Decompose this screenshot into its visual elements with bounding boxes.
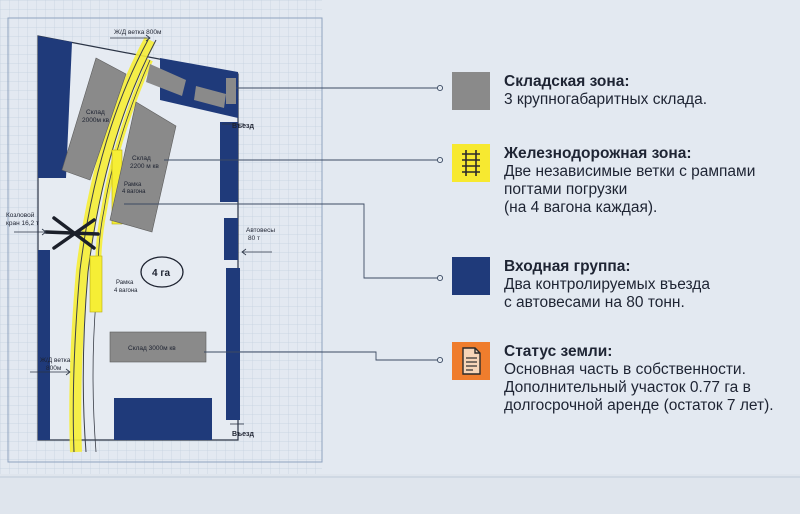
warehouse-1-label-2: 2000м кв (82, 117, 110, 124)
rail-track-3 (92, 299, 97, 453)
entry-block-bottom (114, 398, 212, 440)
entry-bottom-label: Въезд (232, 431, 255, 438)
drawing-border (7, 17, 323, 463)
area-circle (140, 256, 184, 288)
warehouse-3 (109, 331, 207, 363)
entry-block-right-scales (224, 218, 238, 260)
crane-label-1: Козловой (6, 211, 35, 219)
legend-line: Две независимые ветки с рампами (504, 163, 756, 180)
entry-block-left-lower (38, 250, 50, 440)
rail-track-2 (82, 39, 157, 453)
crane-label-2: кран 16,2 т (6, 220, 39, 227)
arrows (14, 34, 272, 425)
warehouse-1-label-1: Склад (86, 109, 105, 116)
scales-label-1: Автовесы (246, 227, 275, 234)
bottom-band (0, 474, 800, 514)
legend-title: Железнодорожная зона: (504, 145, 692, 162)
entry-block-right-upper (220, 122, 238, 202)
legend-line: с автовесами на 80 тонн. (504, 294, 685, 311)
document-icon (452, 342, 490, 380)
entry-block-top-left (38, 36, 72, 178)
warehouse-2-label-2: 2200 м кв (130, 163, 159, 170)
rail-bottom-label-2: 800м (46, 365, 62, 372)
railway-track-icon (452, 144, 490, 182)
ramp-lower-label-1: Рамка (116, 280, 134, 286)
legend-line: Основная часть в собственности. (504, 361, 746, 378)
warehouse-2 (109, 101, 177, 233)
small-building-3 (226, 78, 236, 104)
warehouse-3-label: Склад 3000м кв (128, 345, 176, 352)
legend-title: Статус земли: (504, 343, 613, 360)
ramp-upper-label-2: 4 вагона (122, 189, 146, 195)
warehouse-1 (61, 57, 127, 181)
leader-endpoints (436, 84, 444, 364)
scales-label-2: 80 т (248, 235, 260, 242)
entry-top-label: Въезд (232, 123, 255, 130)
legend-line: Дополнительный участок 0.77 га в (504, 379, 751, 396)
rail-top-label: Ж/Д ветка 800м (114, 29, 162, 36)
legend-title: Складская зона: (504, 73, 630, 90)
crane-icon (44, 216, 100, 250)
rail-highlight (69, 37, 156, 453)
legend-line: (на 4 вагона каждая). (504, 199, 658, 216)
rail-track-1 (72, 39, 149, 453)
small-building-1 (146, 64, 186, 96)
warehouse-swatch (452, 72, 490, 110)
legend-line: Два контролируемых въезда (504, 276, 710, 293)
entry-block-right-lower (226, 268, 240, 420)
rail-bottom-label-1: Ж/Д ветка (40, 357, 71, 364)
leader-lines (124, 87, 440, 361)
warehouse-2-label-1: Склад (132, 155, 151, 162)
legend-title: Входная группа: (504, 258, 631, 275)
ramp-upper-label-1: Рамка (124, 182, 142, 188)
area-label: 4 га (152, 268, 171, 279)
legend-line: долгосрочной аренде (остаток 7 лет). (504, 397, 774, 414)
ramp-lower (89, 255, 103, 313)
ramp-lower-label-2: 4 вагона (114, 288, 138, 294)
small-building-2 (194, 86, 226, 108)
bottom-divider (0, 476, 800, 478)
entry-swatch (452, 257, 490, 295)
legend-line: погтами погрузки (504, 181, 628, 198)
legend-line: 3 крупногабаритных склада. (504, 91, 708, 108)
